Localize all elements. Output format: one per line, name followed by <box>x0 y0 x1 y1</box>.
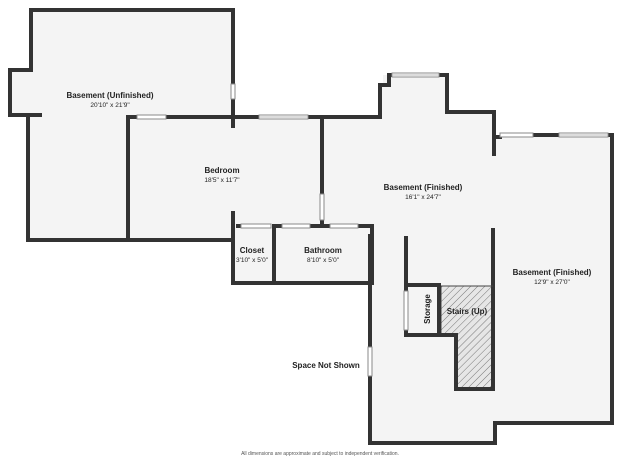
walls <box>8 8 614 445</box>
room-name-bedroom: Bedroom <box>204 166 239 175</box>
room-name-closet: Closet <box>240 246 265 255</box>
disclaimer-footer: All dimensions are approximate and subje… <box>241 451 399 457</box>
room-dims-basement-unfinished: 20'10" x 21'9" <box>90 102 130 109</box>
space-not-shown-label: Space Not Shown <box>292 361 360 370</box>
room-dims-bedroom: 18'5" x 11'7" <box>204 177 240 184</box>
room-name-basement-unfinished: Basement (Unfinished) <box>66 91 153 100</box>
room-name-basement-finished-2: Basement (Finished) <box>513 268 592 277</box>
room-name-storage: Storage <box>423 294 432 324</box>
room-dims-bathroom: 8'10" x 5'0" <box>307 257 340 264</box>
room-name-bathroom: Bathroom <box>304 246 342 255</box>
room-dims-basement-finished-2: 12'9" x 27'0" <box>534 279 570 286</box>
room-name-basement-finished-1: Basement (Finished) <box>384 183 463 192</box>
room-dims-closet: 3'10" x 5'0" <box>236 257 269 264</box>
floor-fills <box>10 10 612 443</box>
room-dims-basement-finished-1: 16'1" x 24'7" <box>405 194 441 201</box>
room-name-stairs: Stairs (Up) <box>447 307 488 316</box>
windows <box>136 72 609 377</box>
